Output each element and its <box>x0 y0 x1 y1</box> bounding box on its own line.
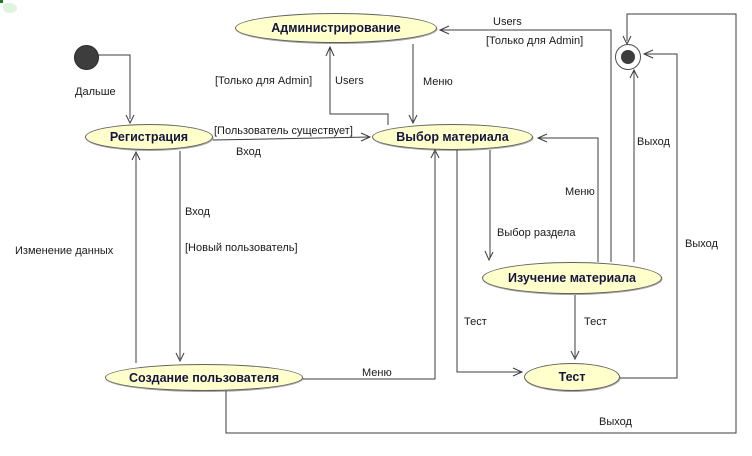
edge-arrow-study-select <box>536 133 548 143</box>
edge-line-test-end <box>620 53 678 379</box>
state-material-selection-label: Выбор материала <box>396 130 509 144</box>
edge-arrow-registration-create <box>175 352 185 363</box>
edge-arrow-study-test <box>570 350 580 361</box>
edge-label-users-top: Users <box>493 16 522 28</box>
state-material-study-label: Изучение материала <box>508 271 636 285</box>
state-test[interactable]: Тест <box>524 363 620 391</box>
edge-label-change-data: Изменение данных <box>15 245 114 257</box>
state-user-creation-label: Создание пользователя <box>128 370 280 385</box>
edge-arrow-test-end <box>642 49 654 59</box>
edge-line-study-admin <box>441 29 612 262</box>
edge-label-login-top: Вход <box>236 146 261 158</box>
edge-label-menu-study: Меню <box>565 186 595 198</box>
edge-line-start-registration <box>98 54 131 119</box>
edge-label-only-admin-top: [Только для Admin] <box>486 35 584 47</box>
state-registration[interactable]: Регистрация <box>85 124 213 150</box>
edge-label-only-admin-left: [Только для Admin] <box>215 75 313 87</box>
edge-line-registration-select <box>212 136 371 141</box>
edge-arrow-registration-select <box>360 132 372 142</box>
edge-label-users-left: Users <box>335 75 364 87</box>
edge-label-section-select: Выбор раздела <box>497 227 576 239</box>
state-user-creation[interactable]: Создание пользователя <box>105 364 303 391</box>
edge-arrow-study-end <box>629 68 639 79</box>
edge-arrow-select-admin <box>325 45 335 57</box>
edge-arrow-create-select <box>430 148 440 159</box>
edge-arrow-select-test <box>512 367 524 377</box>
edge-line-select-admin <box>329 48 389 125</box>
edge-arrow-select-study <box>484 250 494 262</box>
edge-label-user-exists: [Пользователь существует] <box>214 125 353 137</box>
start-node[interactable] <box>74 45 99 70</box>
edge-label-test-right: Тест <box>584 316 607 328</box>
state-material-selection[interactable]: Выбор материала <box>372 124 533 150</box>
edge-arrow-create-registration <box>131 150 141 161</box>
state-administration-label: Администрирование <box>271 21 401 35</box>
edge-label-new-user: [Новый пользователь] <box>185 242 298 254</box>
edge-label-menu-admin: Меню <box>423 76 453 88</box>
state-registration-label: Регистрация <box>109 130 189 144</box>
end-node[interactable] <box>615 44 641 70</box>
edge-label-exit-right: Выход <box>685 238 718 250</box>
edge-arrow-study-admin <box>438 25 450 35</box>
edge-label-exit-top: Выход <box>637 136 670 148</box>
edge-line-create-select <box>303 152 436 380</box>
edge-arrow-start-registration <box>125 114 135 125</box>
corner-artifact <box>0 0 3 3</box>
edge-line-study-select <box>539 137 599 262</box>
edge-label-test-left: Тест <box>464 316 487 328</box>
corner-artifact-faint <box>3 3 17 13</box>
edge-label-exit-bottom: Выход <box>599 416 632 428</box>
edge-label-next: Дальше <box>75 86 116 98</box>
edge-line-select-test <box>456 150 521 373</box>
state-administration[interactable]: Администрирование <box>235 13 437 43</box>
edge-label-menu-create: Меню <box>362 367 392 379</box>
edge-line-create-end <box>225 13 737 434</box>
edge-label-login-mid: Вход <box>185 206 210 218</box>
state-material-study[interactable]: Изучение материала <box>482 262 662 294</box>
edge-arrow-admin-select <box>408 114 418 125</box>
end-node-dot <box>621 50 635 64</box>
state-test-label: Тест <box>558 370 586 384</box>
